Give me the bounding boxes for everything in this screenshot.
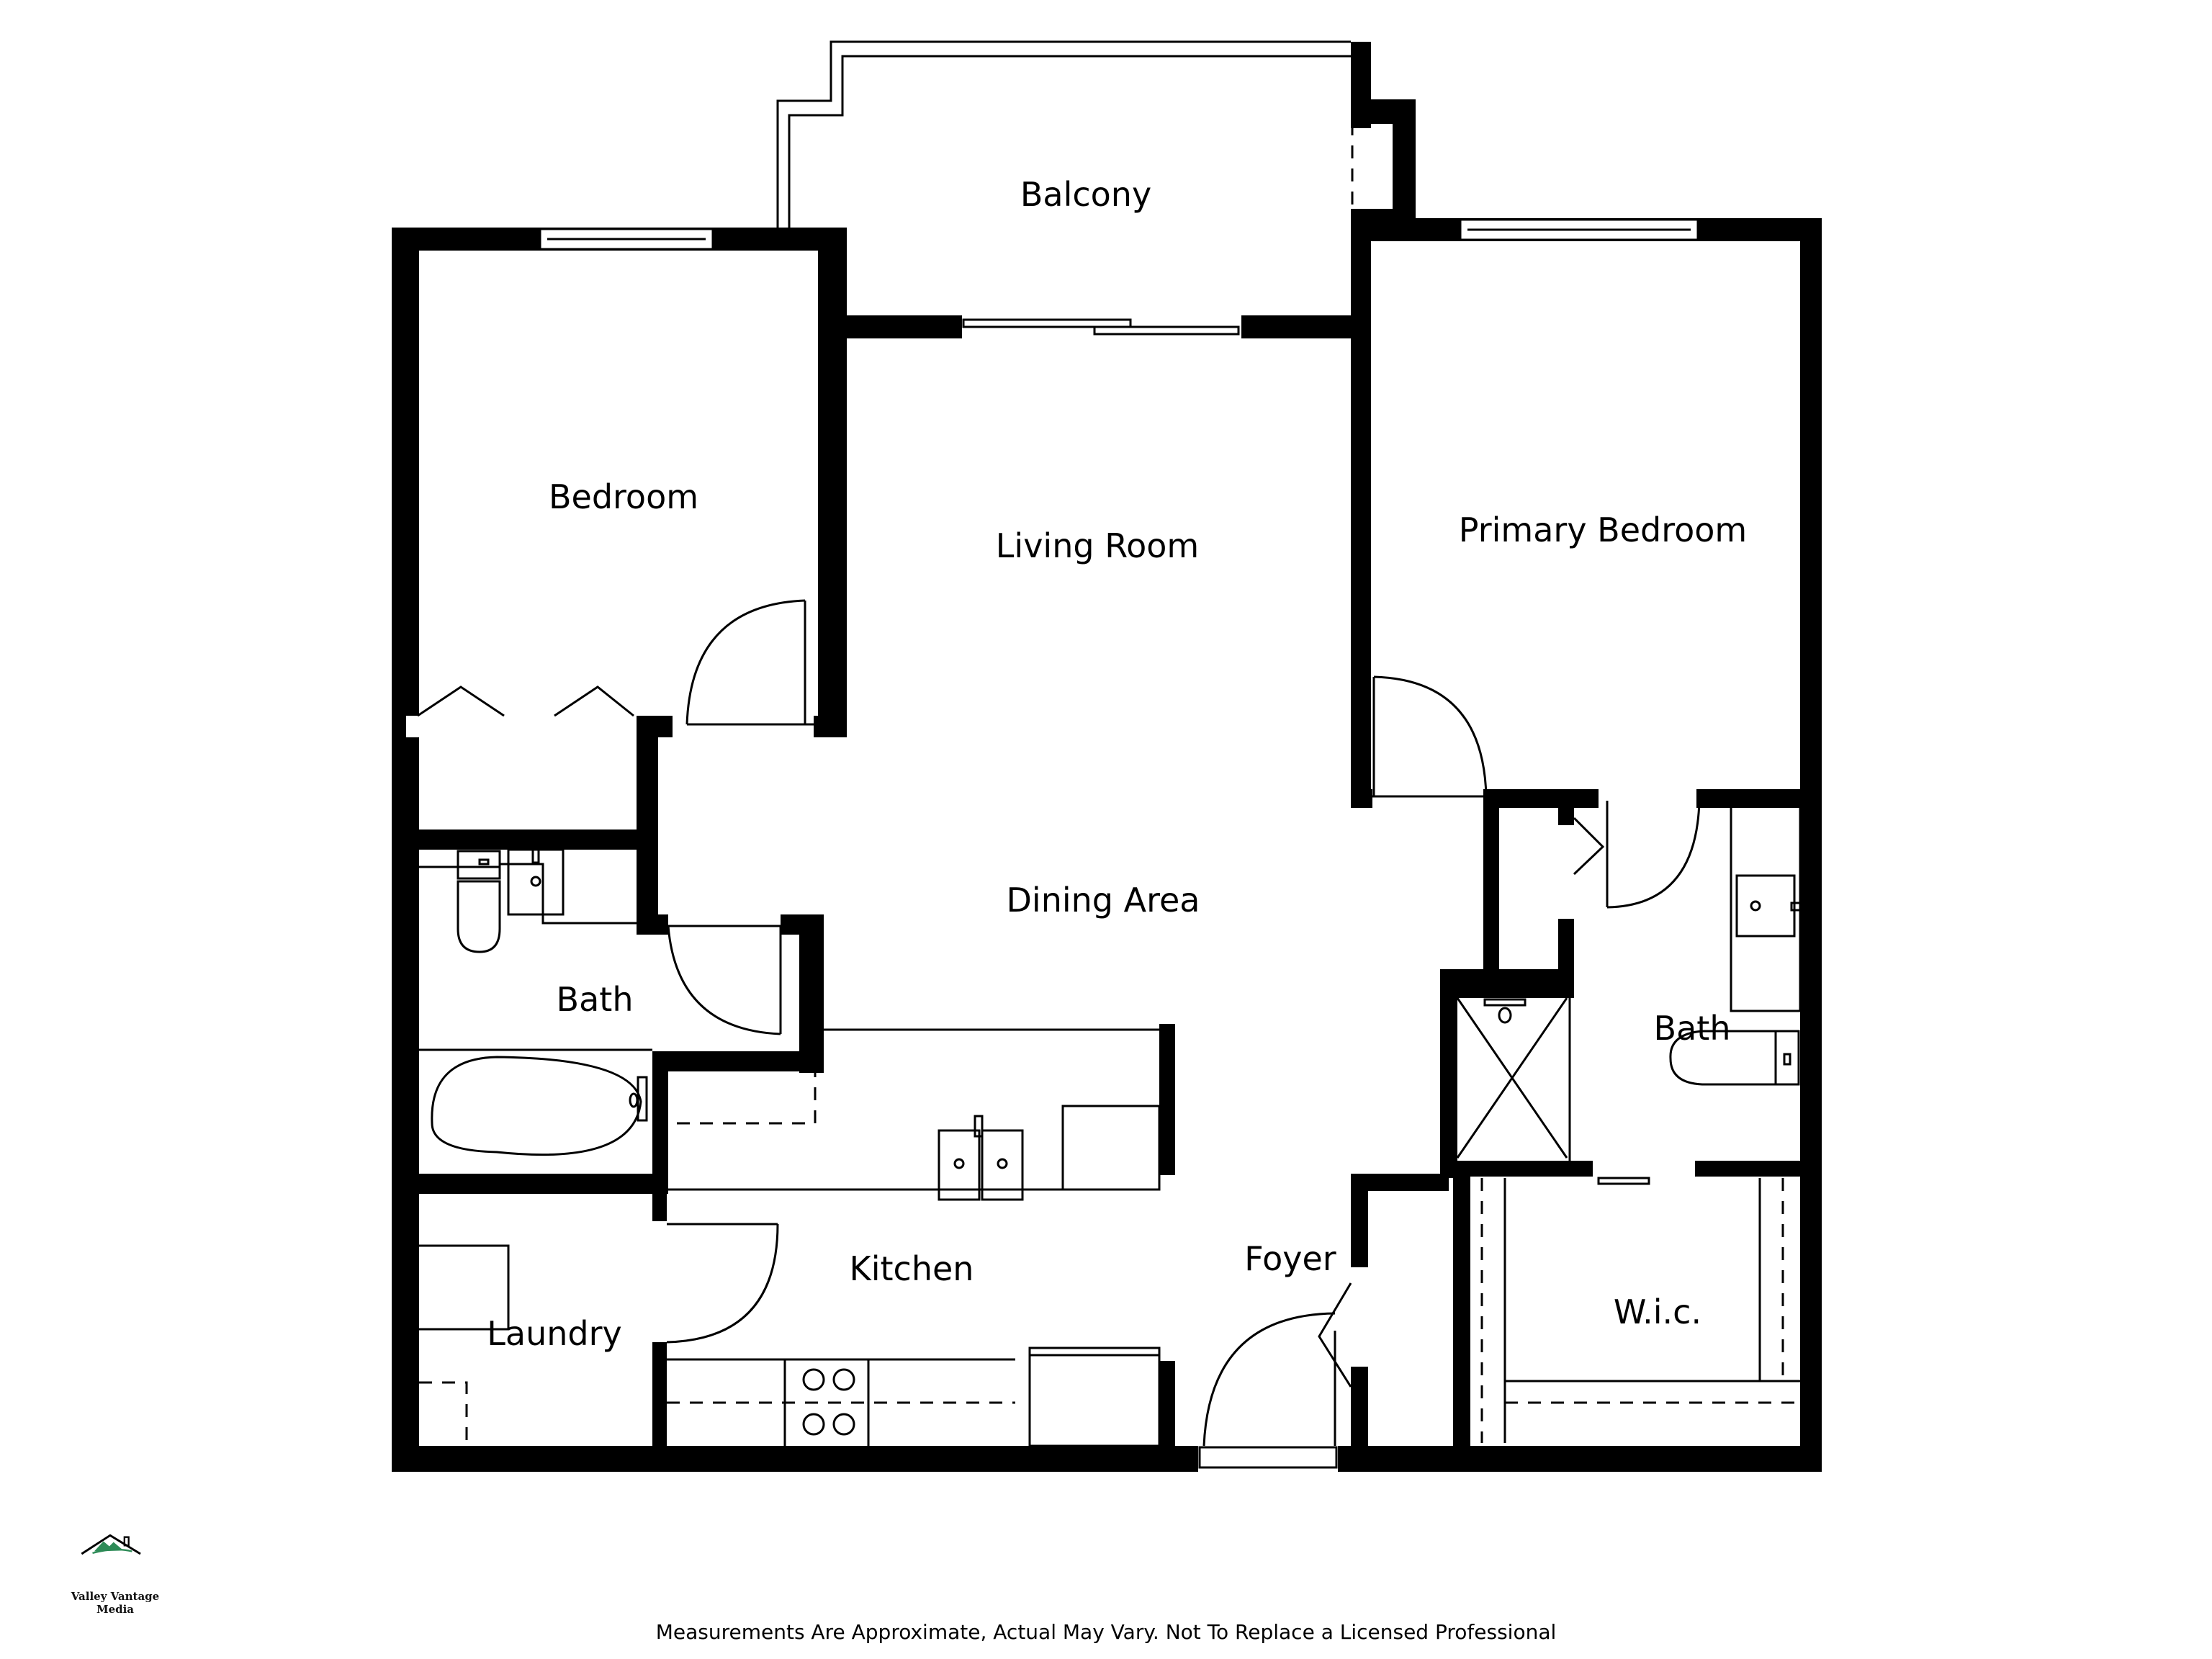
disclaimer-text: Measurements Are Approximate, Actual May… bbox=[655, 1620, 1557, 1644]
room-label-wic: W.i.c. bbox=[1613, 1292, 1702, 1331]
ensuite-door bbox=[1573, 789, 1701, 909]
primary-bedroom-door bbox=[1372, 675, 1488, 808]
vanity bbox=[1730, 793, 1802, 1012]
shower bbox=[1456, 997, 1571, 1161]
room-label-kitchen: Kitchen bbox=[849, 1249, 974, 1288]
entry-door bbox=[1198, 1312, 1338, 1472]
kitchen-sink bbox=[938, 1115, 1024, 1201]
laundry-door bbox=[652, 1221, 779, 1344]
wic-shelving bbox=[1480, 1178, 1800, 1443]
stove bbox=[783, 1358, 870, 1450]
foyer-closet-door bbox=[1318, 1267, 1368, 1388]
bathtub bbox=[419, 1048, 652, 1156]
dishwasher bbox=[1061, 1105, 1161, 1191]
sink-left bbox=[507, 841, 565, 916]
room-label-bath-right: Bath bbox=[1653, 1009, 1731, 1048]
room-label-balcony: Balcony bbox=[1020, 175, 1152, 214]
room-label-foyer: Foyer bbox=[1244, 1239, 1336, 1278]
room-label-living-room: Living Room bbox=[995, 526, 1200, 565]
logo-text-line1: Valley Vantage bbox=[71, 1590, 160, 1603]
room-label-laundry: Laundry bbox=[487, 1314, 622, 1353]
room-label-dining-area: Dining Area bbox=[1006, 881, 1200, 920]
closet-bifold-door bbox=[406, 685, 637, 737]
logo-text-line2: Media bbox=[96, 1603, 135, 1616]
room-label-bath-left: Bath bbox=[556, 980, 634, 1019]
sink-right bbox=[1735, 874, 1809, 938]
toilet-right bbox=[1669, 1030, 1800, 1086]
room-label-primary-bedroom: Primary Bedroom bbox=[1458, 511, 1748, 549]
bath-door bbox=[667, 914, 782, 1035]
bedroom-door bbox=[685, 599, 814, 737]
room-label-bedroom: Bedroom bbox=[548, 477, 699, 516]
refrigerator bbox=[1028, 1346, 1161, 1447]
balcony-railing bbox=[776, 40, 1351, 230]
house-mountain-icon bbox=[81, 1534, 141, 1555]
